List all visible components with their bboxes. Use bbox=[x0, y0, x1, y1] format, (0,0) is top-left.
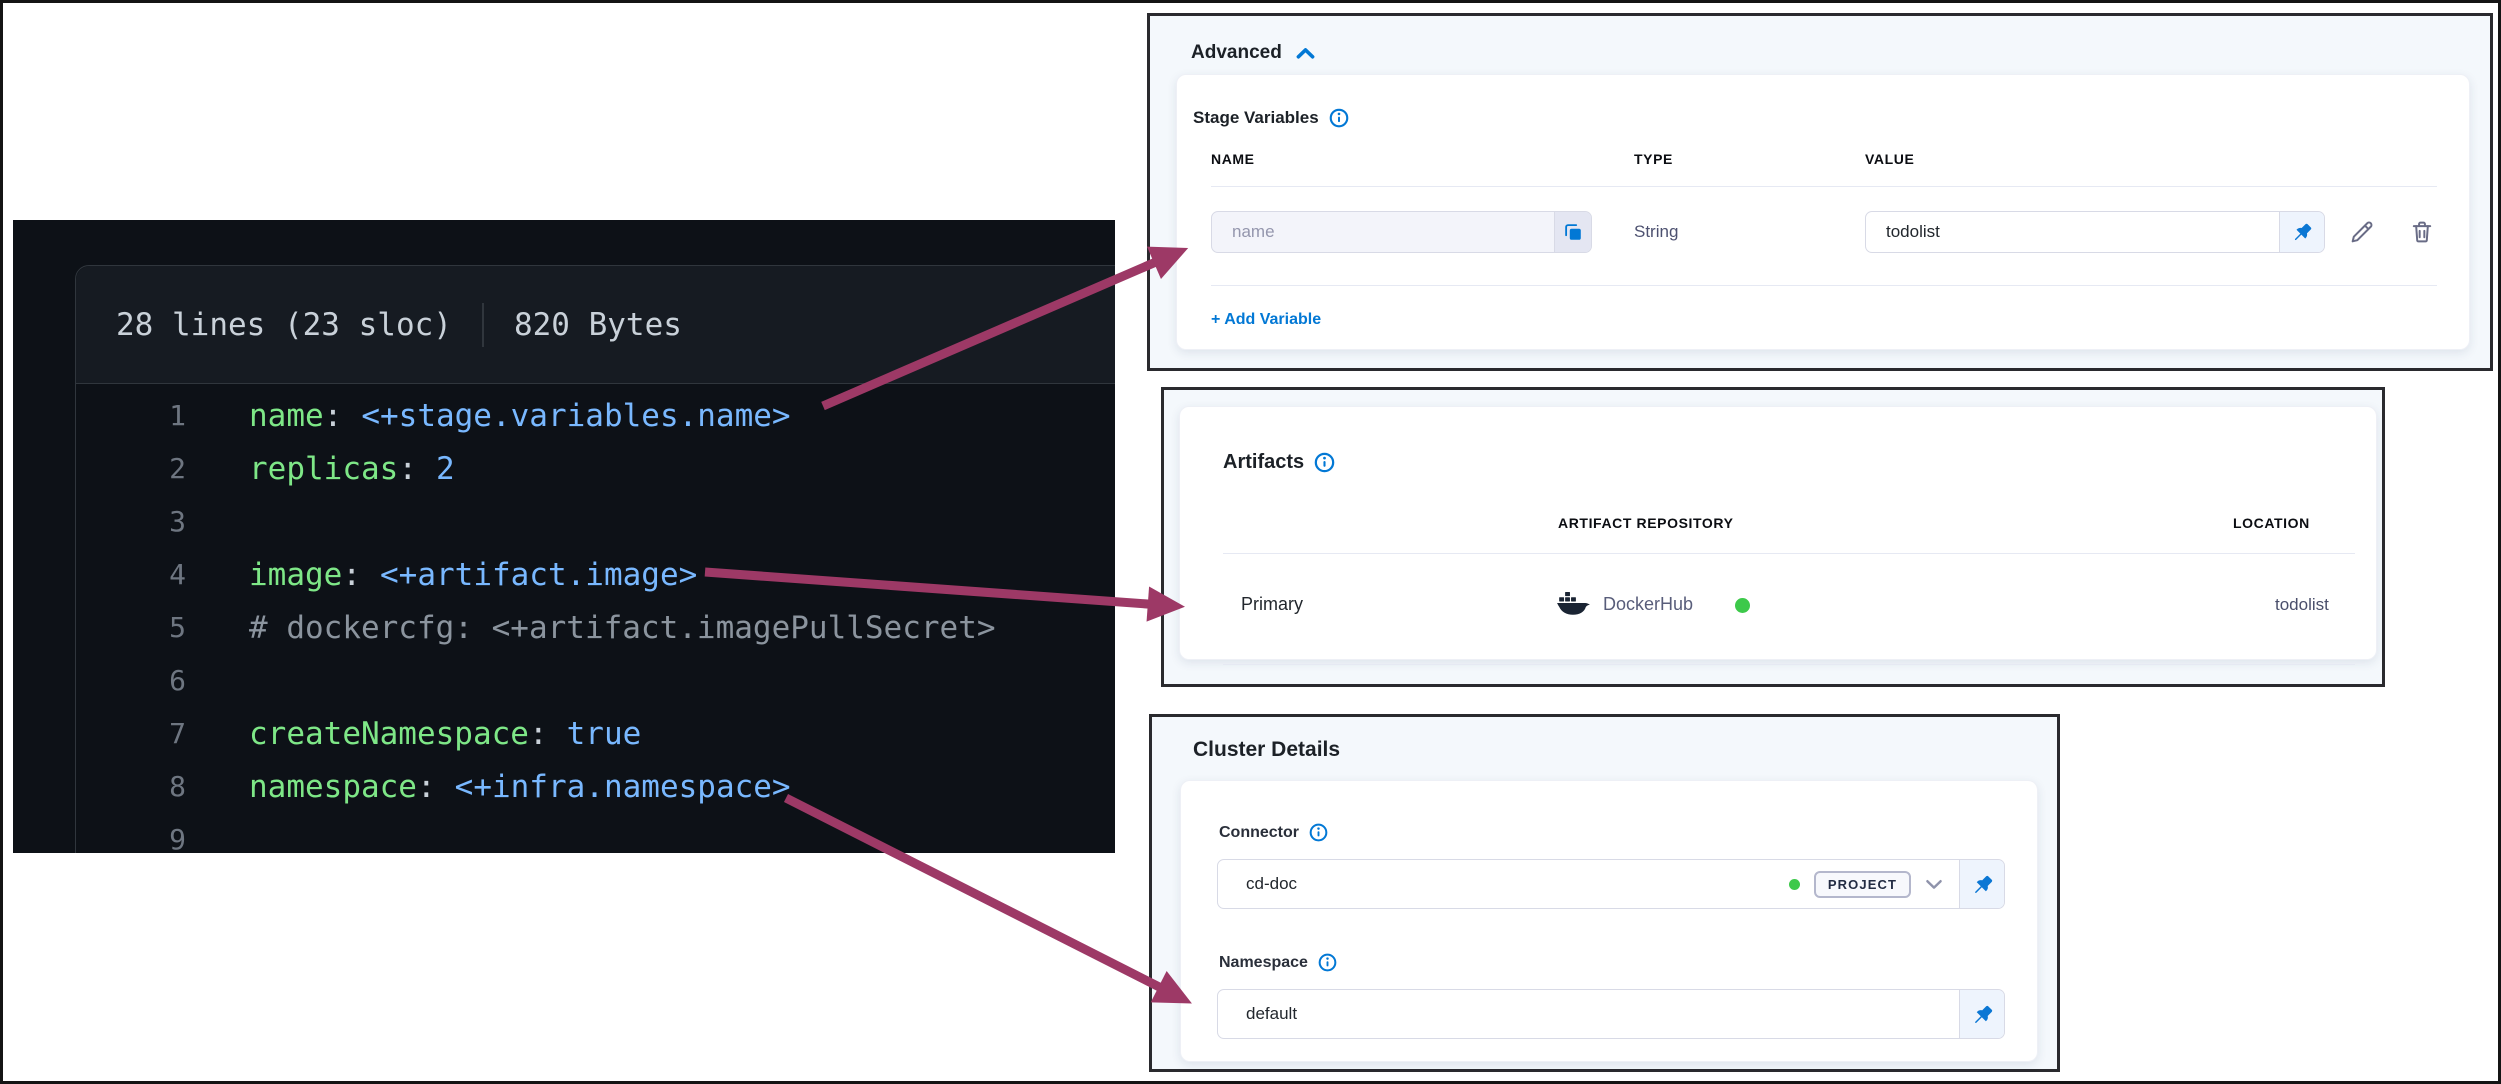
chevron-down-icon bbox=[1925, 879, 1943, 890]
info-icon[interactable] bbox=[1314, 452, 1335, 473]
code-line: 5# dockercfg: <+artifact.imagePullSecret… bbox=[169, 609, 996, 646]
variable-value-input-group bbox=[1865, 211, 2325, 253]
artifact-connector-name: DockerHub bbox=[1603, 594, 1694, 614]
column-header-value: VALUE bbox=[1865, 151, 1915, 167]
meta-divider bbox=[481, 302, 484, 347]
connector-input[interactable] bbox=[1218, 860, 1789, 908]
cluster-details-card: Connector PROJECT Names bbox=[1180, 780, 2038, 1062]
stage-variables-title: Stage Variables bbox=[1193, 108, 1319, 127]
code-line: 9 bbox=[169, 823, 186, 853]
pin-button[interactable] bbox=[1959, 990, 2004, 1038]
namespace-input-group bbox=[1217, 989, 2005, 1039]
artifact-row[interactable]: Primary DockerHub todolist bbox=[1223, 554, 2355, 664]
cluster-details-title: Cluster Details bbox=[1193, 738, 1341, 761]
delete-variable-button[interactable] bbox=[2405, 215, 2439, 249]
pin-button[interactable] bbox=[1959, 860, 2004, 908]
file-line-count: 28 lines (23 sloc) bbox=[116, 306, 452, 343]
info-icon[interactable] bbox=[1318, 953, 1337, 972]
row-divider bbox=[1211, 285, 2437, 286]
artifacts-panel: Artifacts ARTIFACT REPOSITORY LOCATION P… bbox=[1161, 387, 2385, 687]
connector-status-dot bbox=[1735, 598, 1750, 613]
artifacts-card: Artifacts ARTIFACT REPOSITORY LOCATION P… bbox=[1179, 406, 2377, 665]
artifact-row-label: Primary bbox=[1241, 594, 1303, 614]
namespace-label-row: Namespace bbox=[1219, 953, 1337, 972]
connector-status-dot bbox=[1788, 878, 1800, 890]
artifacts-title-row: Artifacts bbox=[1223, 451, 1335, 474]
advanced-panel: Advanced Stage Variables NAME TYPE VALUE bbox=[1147, 13, 2493, 371]
header-divider bbox=[1211, 186, 2437, 187]
column-header-location: LOCATION bbox=[2233, 515, 2310, 531]
code-line: 6 bbox=[169, 664, 186, 697]
row-divider bbox=[1223, 664, 2355, 665]
artifact-location-value: todolist bbox=[2275, 595, 2329, 614]
namespace-label: Namespace bbox=[1219, 953, 1308, 971]
cluster-details-panel: Cluster Details Connector PROJECT bbox=[1149, 714, 2060, 1072]
advanced-section-toggle[interactable]: Advanced bbox=[1191, 42, 1315, 64]
variable-name-input[interactable] bbox=[1212, 212, 1554, 252]
file-size: 820 Bytes bbox=[513, 306, 682, 343]
namespace-input[interactable] bbox=[1218, 990, 1959, 1038]
column-header-name: NAME bbox=[1211, 151, 1255, 167]
scope-dropdown[interactable]: PROJECT bbox=[1813, 860, 1943, 908]
variable-type-value: String bbox=[1634, 222, 1679, 241]
connector-label: Connector bbox=[1219, 823, 1299, 841]
code-line: 3 bbox=[169, 505, 186, 538]
pin-button[interactable] bbox=[2279, 212, 2324, 252]
variable-name-input-group bbox=[1211, 211, 1592, 253]
stage-variables-title-row: Stage Variables bbox=[1193, 108, 1349, 128]
docker-whale-icon bbox=[1556, 588, 1592, 621]
column-header-type: TYPE bbox=[1634, 151, 1673, 167]
copy-button[interactable] bbox=[1554, 212, 1591, 252]
add-variable-button[interactable]: + Add Variable bbox=[1211, 311, 1322, 328]
chevron-up-icon bbox=[1296, 47, 1315, 59]
scope-badge: PROJECT bbox=[1813, 870, 1911, 898]
artifacts-title: Artifacts bbox=[1223, 451, 1305, 473]
header-divider bbox=[1223, 553, 2355, 554]
column-header-artifact-repository: ARTIFACT REPOSITORY bbox=[1558, 515, 1734, 531]
edit-variable-button[interactable] bbox=[2345, 215, 2379, 249]
connector-input-group: PROJECT bbox=[1217, 859, 2005, 909]
code-file-meta-bar: 28 lines (23 sloc) 820 Bytes bbox=[76, 266, 1115, 384]
variable-value-input[interactable] bbox=[1866, 212, 2279, 252]
connector-label-row: Connector bbox=[1219, 823, 1328, 842]
advanced-title: Advanced bbox=[1191, 42, 1282, 63]
stage-variables-card: Stage Variables NAME TYPE VALUE String bbox=[1176, 74, 2470, 350]
info-icon[interactable] bbox=[1329, 108, 1349, 128]
info-icon[interactable] bbox=[1309, 823, 1328, 842]
